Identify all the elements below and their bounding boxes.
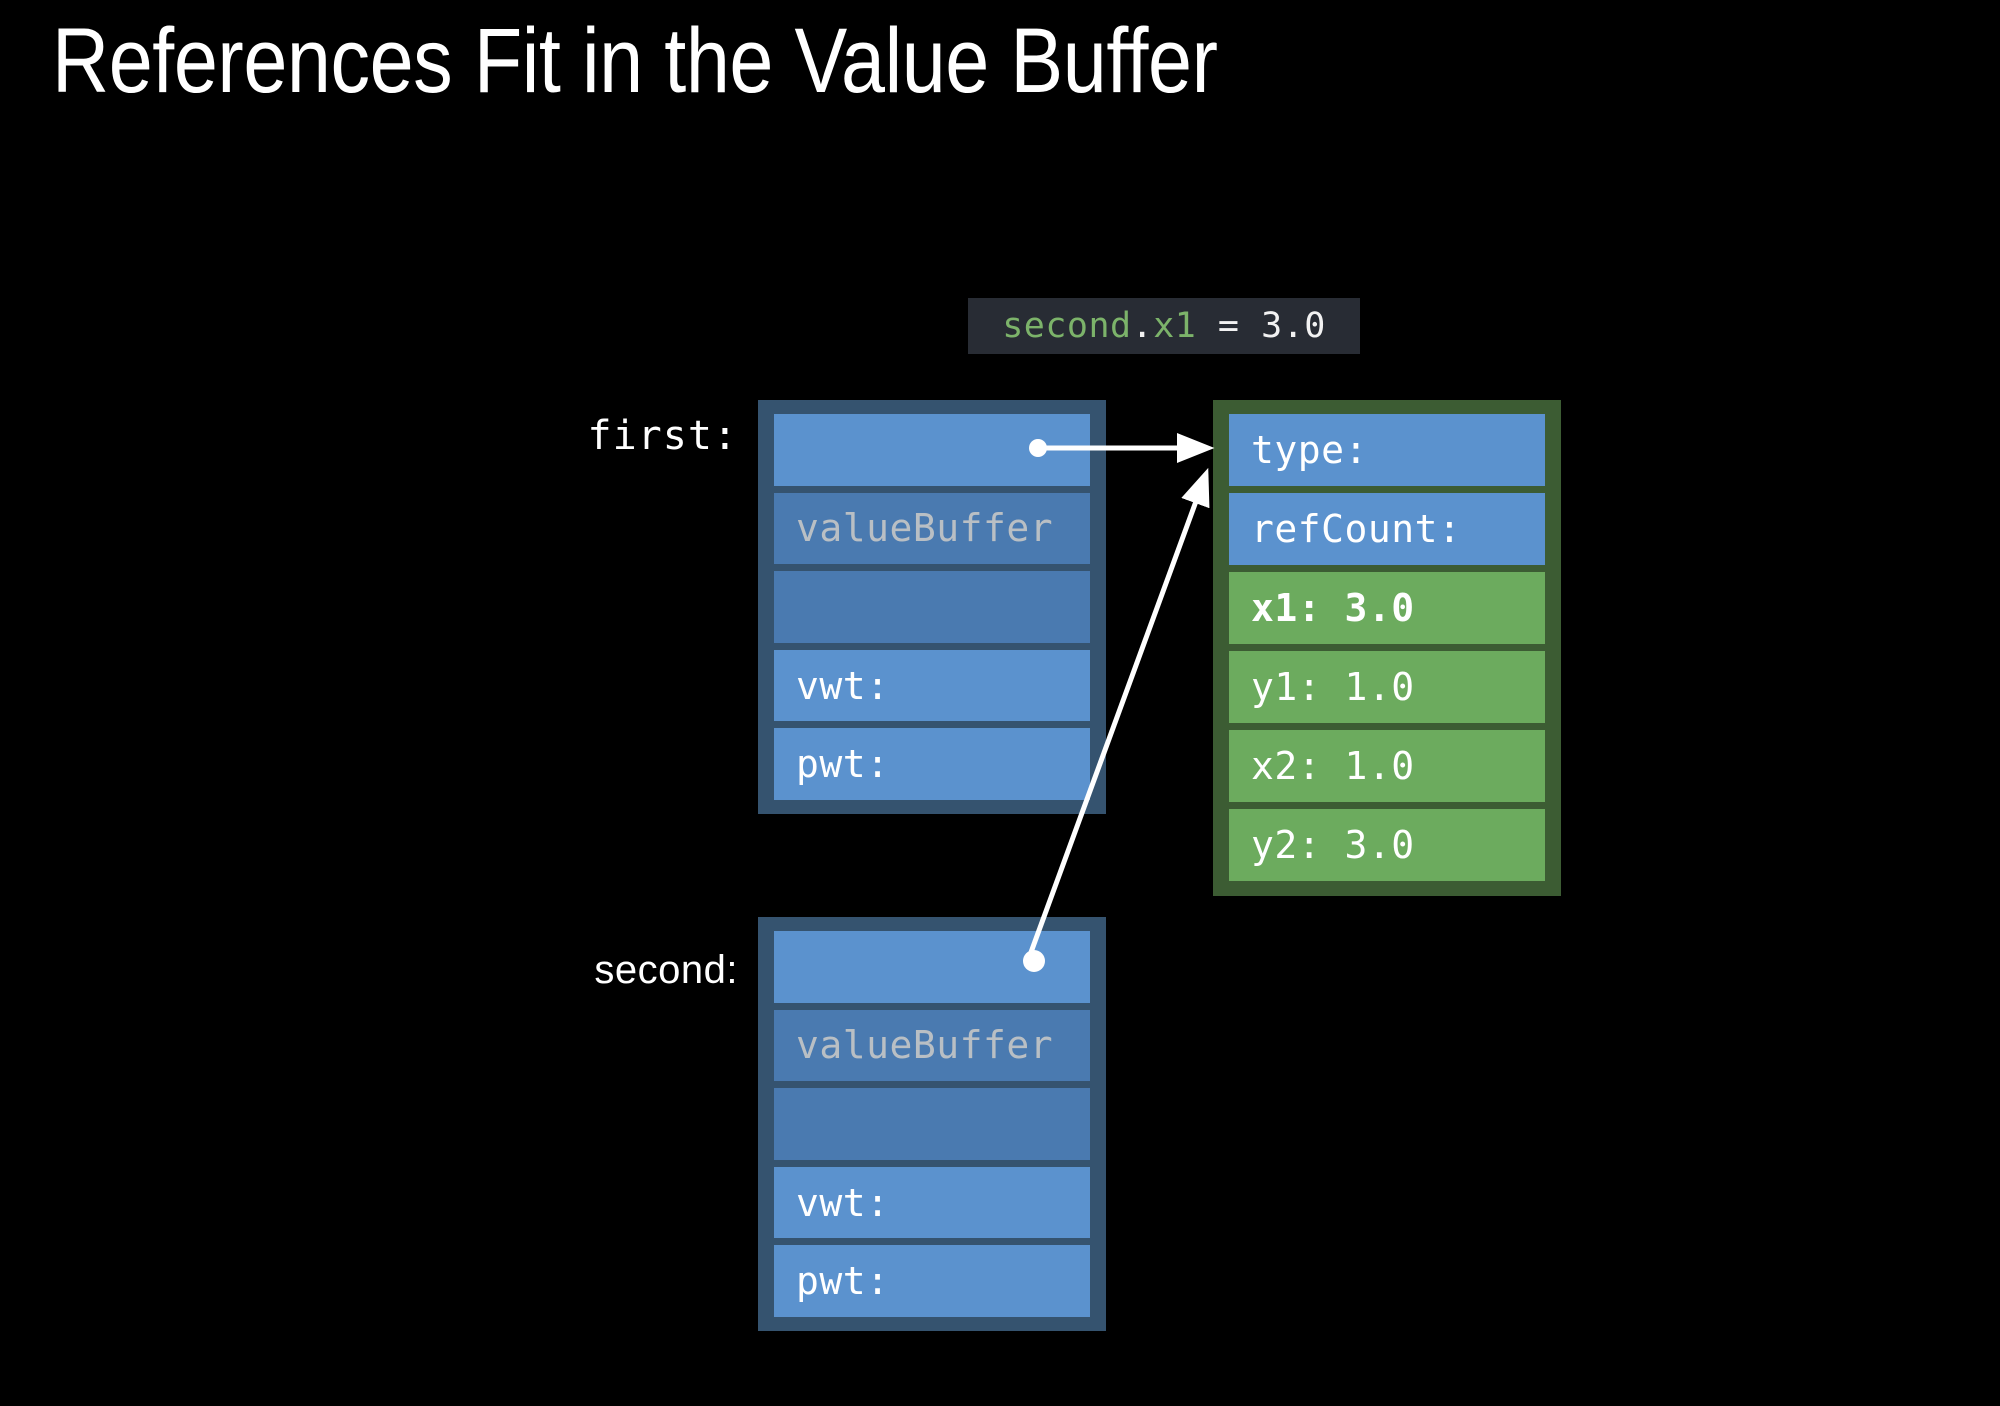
box-heap-row-x2: x2: 1.0 — [1229, 730, 1545, 802]
code-token-assignment: = 3.0 — [1196, 306, 1326, 346]
box-heap-row-type: type: — [1229, 414, 1545, 486]
box-first-row-valuebuffer: valueBuffer — [774, 492, 1090, 565]
box-second-row-pwt: pwt: — [774, 1245, 1090, 1317]
variable-label-first: first: — [587, 413, 738, 459]
box-second-row-vwt: vwt: — [774, 1166, 1090, 1239]
code-token-dot: . — [1131, 306, 1154, 346]
box-first-row-pointer — [774, 414, 1090, 486]
box-first-row-vwt: vwt: — [774, 649, 1090, 722]
memory-box-first: valueBuffer vwt: pwt: — [758, 400, 1106, 814]
box-first-row-pwt: pwt: — [774, 728, 1090, 800]
box-heap-row-y2: y2: 3.0 — [1229, 809, 1545, 881]
box-second-row-pointer — [774, 931, 1090, 1003]
code-token-object: second — [1002, 306, 1132, 346]
box-heap-row-y1: y1: 1.0 — [1229, 651, 1545, 723]
box-heap-row-refcount: refCount: — [1229, 493, 1545, 565]
code-token-property: x1 — [1153, 306, 1197, 346]
box-second-row-valuebuffer: valueBuffer — [774, 1009, 1090, 1082]
box-second-row-spare — [774, 1088, 1090, 1160]
box-first-row-spare — [774, 571, 1090, 643]
code-snippet: second.x1 = 3.0 — [968, 298, 1360, 354]
memory-box-heap-object: type: refCount: x1: 3.0 y1: 1.0 x2: 1.0 … — [1213, 400, 1561, 896]
page-title: References Fit in the Value Buffer — [52, 10, 1218, 112]
box-heap-row-x1: x1: 3.0 — [1229, 572, 1545, 644]
variable-label-second: second: — [594, 948, 738, 992]
memory-box-second: valueBuffer vwt: pwt: — [758, 917, 1106, 1331]
